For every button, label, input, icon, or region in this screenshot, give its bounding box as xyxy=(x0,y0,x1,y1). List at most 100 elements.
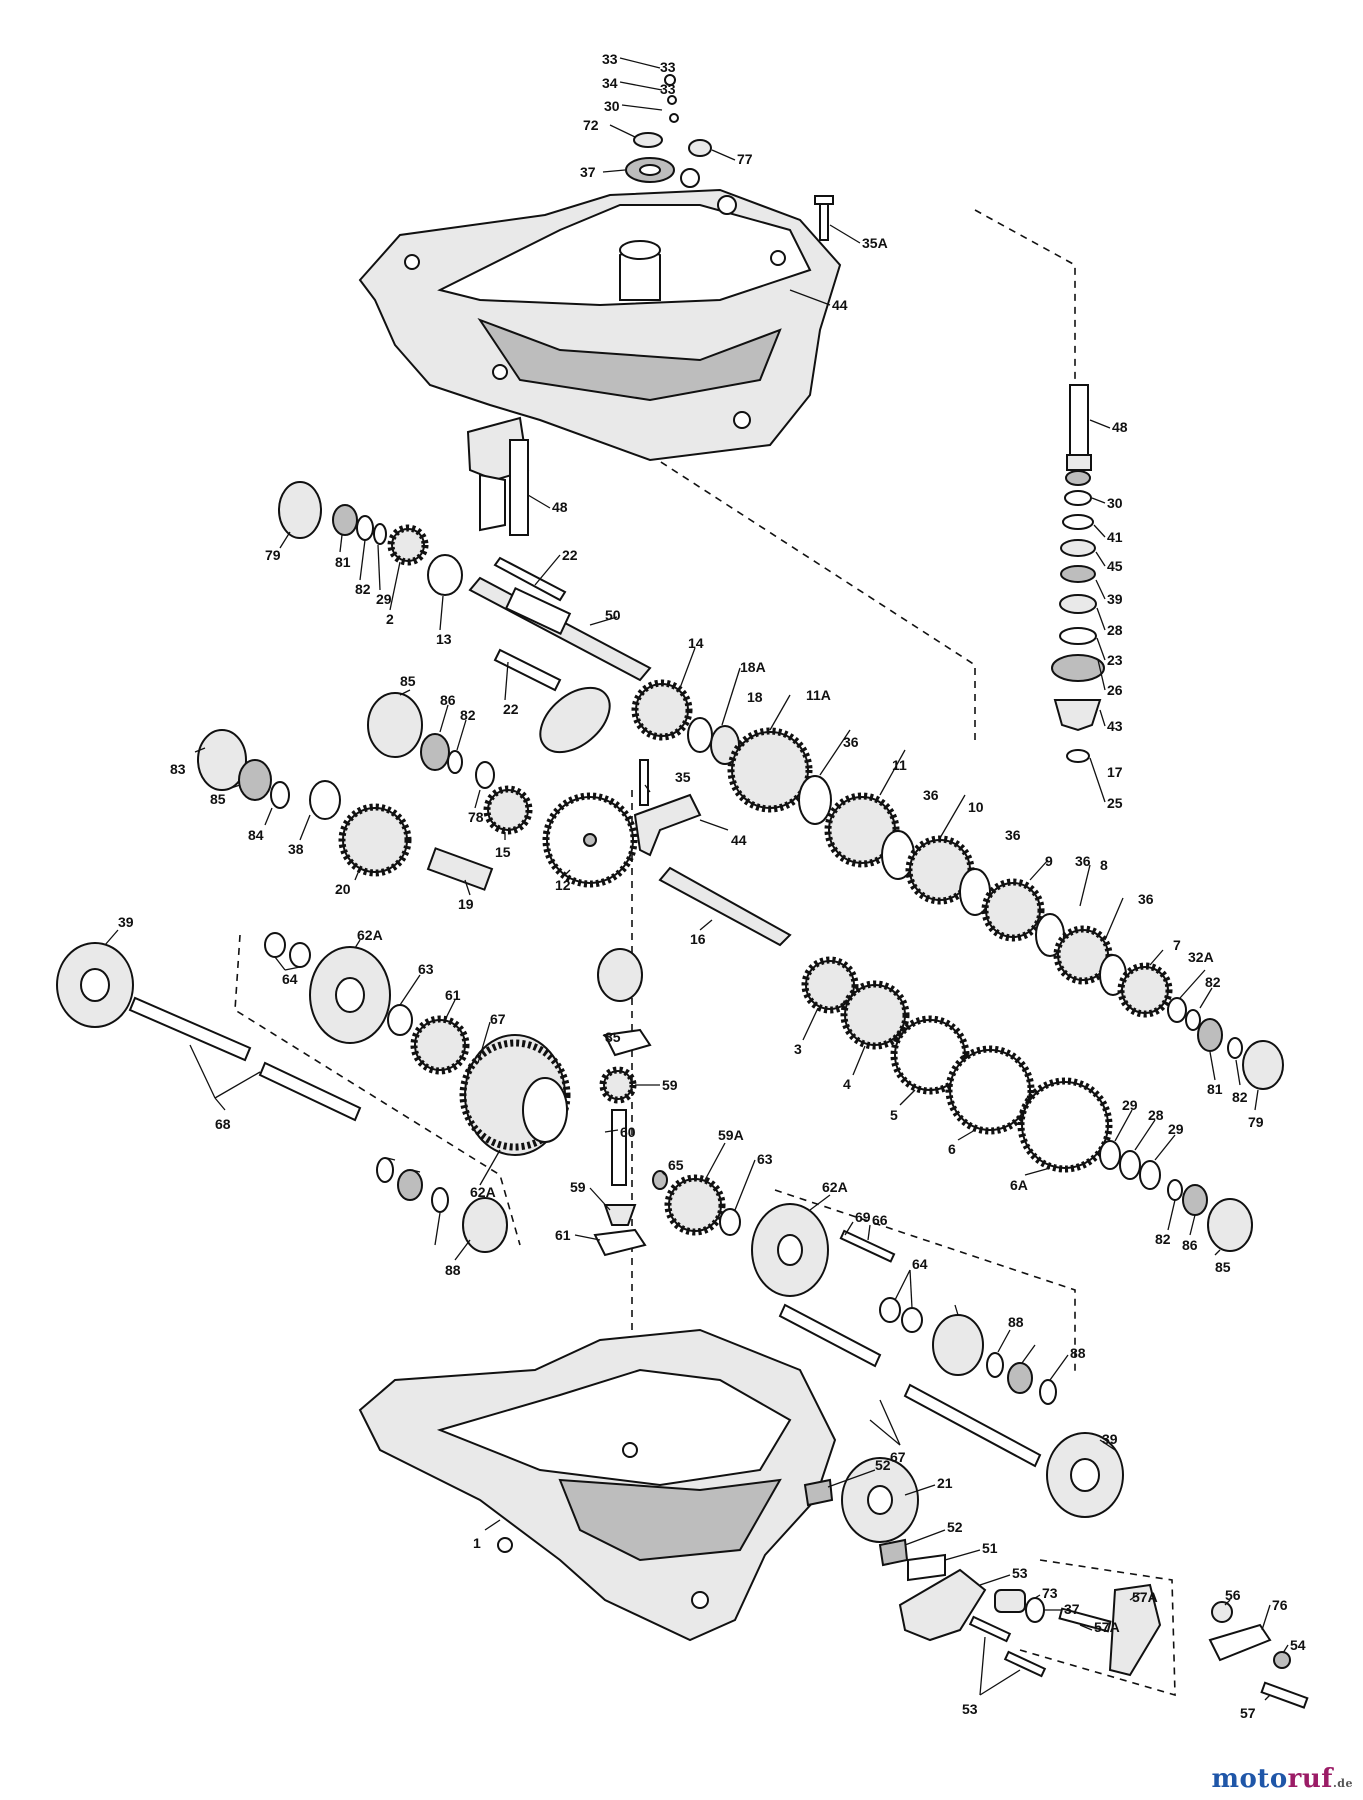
assembly-line-right-axle xyxy=(774,1189,1076,1375)
part-label: 62A xyxy=(357,927,383,943)
part-label: 30 xyxy=(604,98,620,114)
part-label: 85 xyxy=(210,791,226,807)
part-label: 72 xyxy=(583,117,599,133)
brake-assembly xyxy=(803,1457,1309,1709)
part-label: 33 xyxy=(660,59,676,75)
gear-train-lower-row xyxy=(801,956,1253,1252)
part-label: 28 xyxy=(1107,622,1123,638)
part-label: 48 xyxy=(1112,419,1128,435)
part-label: 44 xyxy=(731,832,747,848)
countershaft xyxy=(658,866,792,947)
part-label: 5 xyxy=(890,1107,898,1123)
part-label: 39 xyxy=(118,914,134,930)
part-label: 57 xyxy=(1240,1705,1256,1721)
vertical-shaft-stack xyxy=(1051,384,1105,763)
part-label: 51 xyxy=(982,1540,998,1556)
left-upper-parts xyxy=(278,481,463,596)
part-label: 19 xyxy=(458,896,474,912)
part-label: 53 xyxy=(962,1701,978,1717)
part-label: 57A xyxy=(1132,1589,1158,1605)
lower-housing xyxy=(358,1328,837,1642)
part-label: 86 xyxy=(1182,1237,1198,1253)
part-label: 79 xyxy=(1248,1114,1264,1130)
part-label: 52 xyxy=(947,1519,963,1535)
part-label: 62A xyxy=(470,1184,496,1200)
part-label: 29 xyxy=(1122,1097,1138,1113)
part-label: 64 xyxy=(282,971,298,987)
part-label: 23 xyxy=(1107,652,1123,668)
part-label: 10 xyxy=(968,799,984,815)
part-label: 59A xyxy=(718,1127,744,1143)
leader-lines xyxy=(104,57,1289,1701)
part-label: 1 xyxy=(473,1535,481,1551)
part-label: 88 xyxy=(1070,1345,1086,1361)
part-label: 17 xyxy=(1107,764,1123,780)
part-label: 18A xyxy=(740,659,766,675)
mid-left-gears xyxy=(197,692,638,891)
part-label: 66 xyxy=(872,1212,888,1228)
left-axle-group xyxy=(56,932,571,1253)
part-label: 39 xyxy=(1102,1431,1118,1447)
part-label: 22 xyxy=(503,701,519,717)
part-label: 6A xyxy=(1010,1177,1028,1193)
part-label: 11 xyxy=(892,757,907,773)
part-label: 77 xyxy=(737,151,753,167)
part-label: 15 xyxy=(495,844,511,860)
part-label: 82 xyxy=(1155,1231,1171,1247)
part-label: 14 xyxy=(688,635,704,651)
part-label: 68 xyxy=(215,1116,231,1132)
part-label: 32A xyxy=(1188,949,1214,965)
part-label: 54 xyxy=(1290,1637,1306,1653)
part-label: 41 xyxy=(1107,529,1123,545)
part-label: 59 xyxy=(662,1077,678,1093)
part-label: 16 xyxy=(690,931,706,947)
part-label: 61 xyxy=(555,1227,571,1243)
part-label: 76 xyxy=(1272,1597,1288,1613)
part-label: 81 xyxy=(335,554,351,570)
upper-housing xyxy=(358,168,842,462)
part-label: 6 xyxy=(948,1141,956,1157)
part-label: 44 xyxy=(832,297,848,313)
part-label: 35 xyxy=(675,769,691,785)
part-label: 29 xyxy=(1168,1121,1184,1137)
part-label: 38 xyxy=(288,841,304,857)
part-label: 53 xyxy=(1012,1565,1028,1581)
part-label: 59 xyxy=(570,1179,586,1195)
part-label: 25 xyxy=(1107,795,1123,811)
part-label: 35A xyxy=(862,235,888,251)
part-label: 34 xyxy=(602,75,618,91)
part-label: 63 xyxy=(418,961,434,977)
drive-chain xyxy=(539,686,611,754)
part-label: 13 xyxy=(436,631,452,647)
part-label: 36 xyxy=(923,787,939,803)
part-label: 73 xyxy=(1042,1585,1058,1601)
part-label: 22 xyxy=(562,547,578,563)
part-label: 57A xyxy=(1094,1619,1120,1635)
part-label: 85 xyxy=(400,673,416,689)
watermark-tld: .de xyxy=(1332,1777,1353,1790)
part-label: 88 xyxy=(1008,1314,1024,1330)
part-label: 83 xyxy=(170,761,186,777)
part-label: 86 xyxy=(440,692,456,708)
center-differential-parts xyxy=(593,948,741,1257)
part-label: 36 xyxy=(1138,891,1154,907)
part-label: 78 xyxy=(468,809,484,825)
part-label: 82 xyxy=(1205,974,1221,990)
part-label: 45 xyxy=(1107,558,1123,574)
shift-shaft-and-forks xyxy=(468,556,652,692)
top-stack-parts xyxy=(625,74,834,241)
part-label: 82 xyxy=(1232,1089,1248,1105)
part-label: 84 xyxy=(248,827,264,843)
watermark-text-part1: moto xyxy=(1211,1764,1288,1794)
part-label: 50 xyxy=(605,607,621,623)
part-label: 64 xyxy=(912,1256,928,1272)
part-label: 36 xyxy=(1075,853,1091,869)
part-label: 9 xyxy=(1045,853,1053,869)
part-label: 79 xyxy=(265,547,281,563)
site-watermark: motoruf.de xyxy=(1211,1764,1353,1794)
part-label: 61 xyxy=(445,987,461,1003)
shift-assembly xyxy=(466,416,530,536)
part-label: 56 xyxy=(1225,1587,1241,1603)
